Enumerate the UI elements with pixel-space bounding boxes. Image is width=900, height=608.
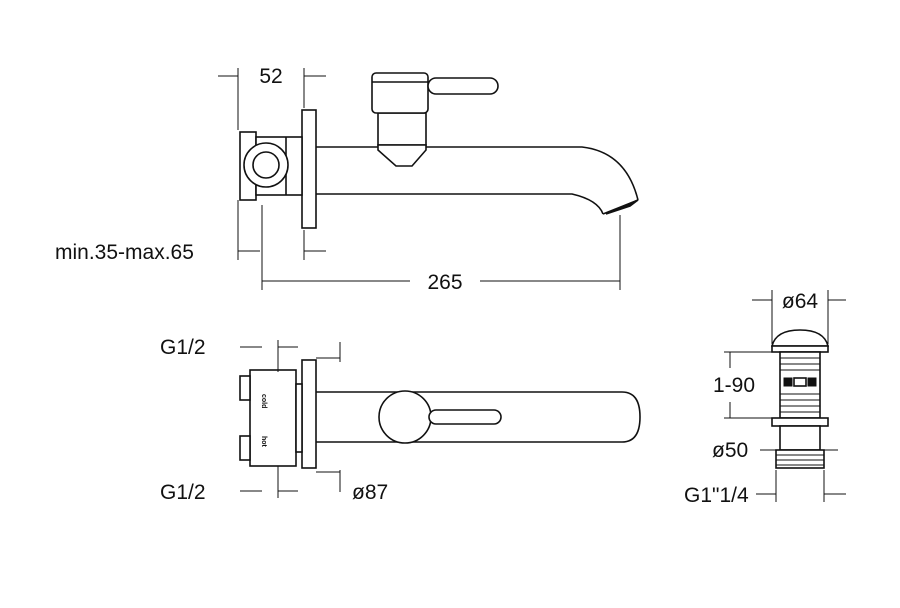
hot-label: hot	[260, 436, 267, 448]
dim-projection-label: 52	[259, 65, 282, 88]
waste-thread-lines	[780, 357, 820, 413]
lever-base	[377, 144, 427, 167]
inlet-bottom-stub	[239, 435, 251, 461]
waste-tail	[779, 425, 821, 451]
inlet-bottom-label: G1/2	[160, 481, 206, 504]
lever-body	[377, 112, 427, 146]
waste-cap-diameter-label: ø64	[782, 290, 819, 313]
dim-wall-range-label: min.35-max.65	[55, 241, 194, 264]
waste-cap	[770, 329, 830, 347]
inlet-top-label: G1/2	[160, 336, 206, 359]
rosette-plate	[301, 359, 317, 469]
lever-handle	[427, 77, 499, 95]
side-view: 52 min.35-max.65 265	[55, 65, 639, 294]
rosette-diameter-label: ø87	[352, 481, 388, 504]
lever-handle-top	[428, 409, 502, 425]
lever-top	[378, 390, 432, 444]
valve-body	[249, 369, 297, 467]
top-view: cold hot G1/2 G1/2 ø87	[160, 336, 641, 504]
waste-slot-left	[783, 377, 793, 387]
wall-plate	[301, 109, 317, 229]
dim-spout-length-label: 265	[427, 271, 462, 294]
waste-slot-right	[807, 377, 817, 387]
lever-cap	[371, 72, 429, 114]
inlet-top-stub	[239, 375, 251, 401]
waste-flange	[771, 417, 829, 427]
waste-view: ø64 1-90 ø50 G1"1/4	[684, 290, 846, 507]
waste-thread-label: G1"1/4	[684, 484, 749, 507]
spout-top-outline	[316, 391, 641, 443]
spout-top-edge	[316, 146, 639, 201]
valve-inner-circle	[252, 151, 280, 179]
cold-label: cold	[260, 394, 267, 408]
waste-thickness-label: 1-90	[713, 374, 755, 397]
spout-bottom-edge	[316, 193, 604, 215]
waste-body-diameter-label: ø50	[712, 439, 748, 462]
